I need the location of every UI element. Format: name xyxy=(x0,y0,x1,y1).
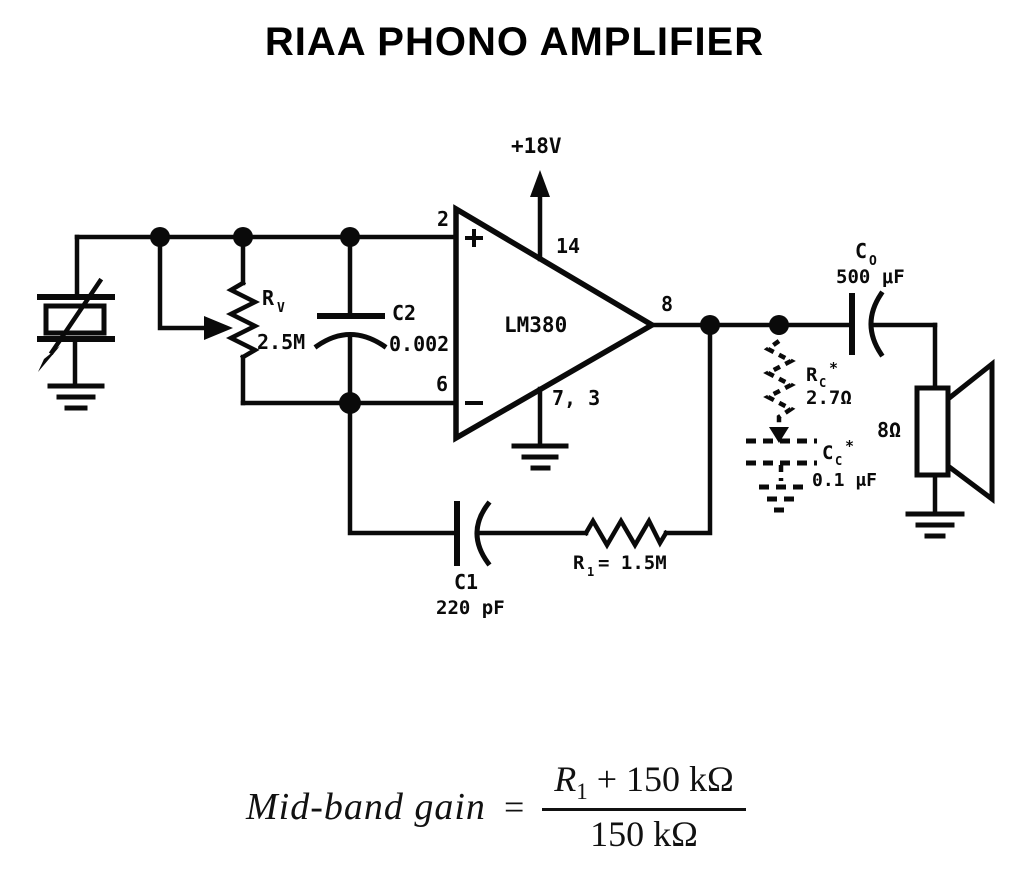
r1-sub-label: 1 xyxy=(587,565,594,579)
rc-ref-label: R xyxy=(806,364,818,386)
resistor-rc-symbol xyxy=(763,339,796,425)
pin2-label: 2 xyxy=(437,207,449,231)
c1-ref-label: C1 xyxy=(454,570,478,594)
page-title: RIAA PHONO AMPLIFIER xyxy=(264,20,765,64)
cc-star-label: * xyxy=(845,437,854,455)
cc-ref-label: C xyxy=(822,442,833,464)
c1-value-label: 220 pF xyxy=(436,597,505,619)
formula-equals: = xyxy=(503,786,525,827)
cc-value-label: 0.1 μF xyxy=(812,470,877,491)
midband-gain-formula: Mid-band gain = R1 + 150 kΩ 150 kΩ xyxy=(246,758,746,855)
volume-pot-rv xyxy=(157,234,261,406)
supply-label: +18V xyxy=(511,134,562,158)
wiper-arrow-icon xyxy=(204,316,233,340)
speaker-impedance-label: 8Ω xyxy=(877,418,901,442)
feedback-loop xyxy=(347,322,713,567)
r1-value-label: = 1.5M xyxy=(598,552,667,574)
opamp-part-label: LM380 xyxy=(504,313,567,337)
formula-r-symbol: R xyxy=(554,759,577,799)
snubber-ground-icon xyxy=(759,484,805,513)
rv-ref-label: R xyxy=(262,286,275,310)
opamp-ground-icon xyxy=(511,386,569,471)
pin8-label: 8 xyxy=(661,292,673,316)
phono-cartridge-symbol xyxy=(37,234,115,411)
co-ref-label: C xyxy=(855,239,867,263)
cc-sub-label: C xyxy=(835,454,842,468)
co-value-label: 500 μF xyxy=(836,266,905,288)
cap-c1-symbol xyxy=(454,500,492,567)
junction-dots xyxy=(150,227,789,414)
snubber-network xyxy=(746,339,817,513)
fraction-bar xyxy=(542,808,746,812)
cap-co-symbol xyxy=(849,290,938,358)
cartridge-ground-icon xyxy=(47,383,105,411)
formula-denominator: 150 kΩ xyxy=(590,814,698,855)
co-sub-label: O xyxy=(869,254,877,269)
formula-fraction: R1 + 150 kΩ 150 kΩ xyxy=(542,758,746,855)
formula-numerator: R1 + 150 kΩ xyxy=(542,759,746,804)
formula-numerator-rest: + 150 kΩ xyxy=(596,759,734,799)
formula-r-subscript: 1 xyxy=(576,779,588,805)
r1-ref-label: R xyxy=(573,552,585,574)
cartridge-arrow-icon xyxy=(38,277,104,372)
cap-c2-symbol xyxy=(313,234,388,406)
pin6-label: 6 xyxy=(436,372,448,396)
supply-arrow-icon xyxy=(530,170,550,262)
cap-cc-symbol xyxy=(746,438,817,481)
c2-value-label: 0.002 xyxy=(389,332,449,356)
plus-input-icon xyxy=(465,229,483,247)
pin73-label: 7, 3 xyxy=(552,386,600,410)
speaker-cone-icon xyxy=(945,358,995,504)
resistor-r1-symbol xyxy=(582,516,670,550)
rc-star-label: * xyxy=(829,359,838,377)
formula-lhs: Mid-band gain xyxy=(246,785,486,828)
speaker-ground-icon xyxy=(905,511,965,539)
c2-ref-label: C2 xyxy=(392,301,416,325)
rv-sub-label: V xyxy=(277,301,285,316)
pin14-label: 14 xyxy=(556,234,580,258)
rv-value-label: 2.5M xyxy=(257,330,305,354)
rc-sub-label: C xyxy=(819,376,826,390)
opamp-symbol xyxy=(453,204,658,443)
rc-value-label: 2.7Ω xyxy=(806,387,852,409)
speaker-symbol xyxy=(905,322,995,539)
